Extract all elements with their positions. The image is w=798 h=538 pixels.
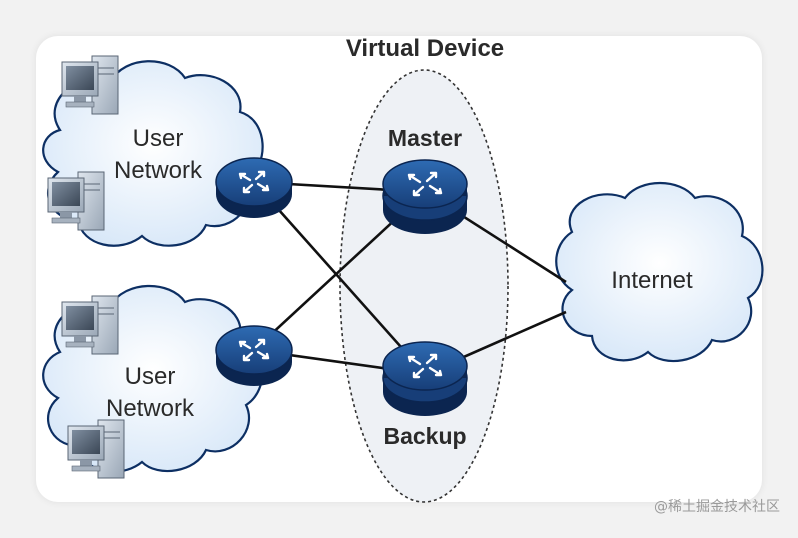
user-network-label-line2: Network: [114, 157, 203, 184]
master-label: Master: [388, 125, 462, 151]
router-icon: [381, 340, 469, 418]
user-network-label-line1: User: [133, 125, 184, 152]
router-icon: [214, 324, 294, 388]
computer-icon: [67, 419, 125, 479]
computer-icon: [61, 55, 119, 115]
computer-icon: [47, 171, 105, 231]
diagram-title: Virtual Device: [346, 35, 504, 62]
watermark: @稀土掘金技术社区: [654, 499, 780, 515]
computer-icon: [61, 295, 119, 355]
router-icon: [214, 156, 294, 220]
user-network-label-line1: User: [125, 363, 176, 390]
router-icon: [381, 158, 469, 236]
internet-label: Internet: [611, 267, 693, 294]
user-network-label-line2: Network: [106, 395, 195, 422]
backup-label: Backup: [383, 423, 466, 449]
cloud-icon: [555, 181, 764, 363]
